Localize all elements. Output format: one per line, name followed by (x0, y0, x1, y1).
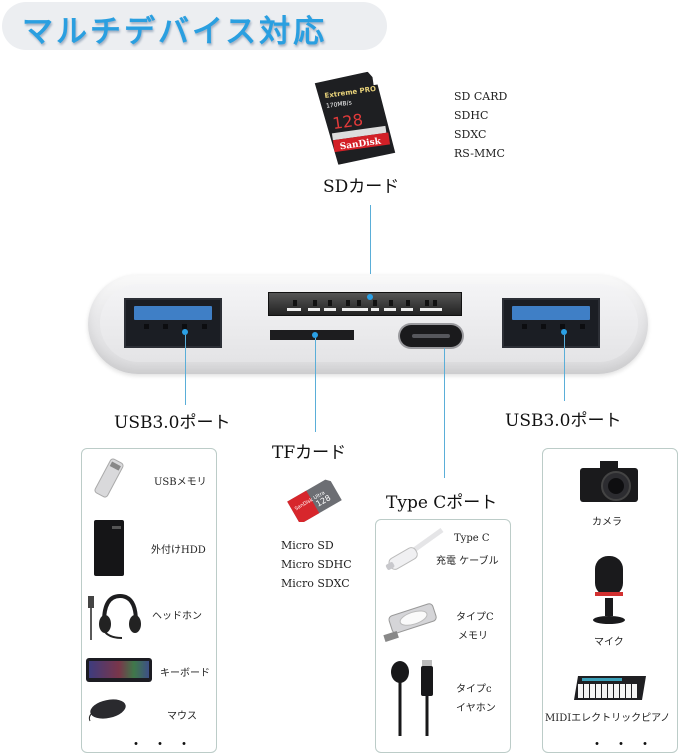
usb-left-label: USB3.0ポート (114, 413, 231, 433)
sd-card-image: Extreme PRO 170MB/s 128 SanDisk (312, 69, 398, 166)
headphones-icon (86, 588, 144, 644)
tf-connector-line (315, 338, 316, 432)
device-label-type-c-earphones-line2: イヤホン (456, 703, 496, 714)
sd-spec-sdxc: SDXC (454, 128, 487, 141)
device-label-usb-memory: USBメモリ (154, 477, 207, 488)
device-label-type-c-memory-line1: タイプC (456, 612, 494, 623)
tf-spec-micro-sd: Micro SD (281, 539, 334, 552)
sd-card-label: SDカード (323, 177, 400, 197)
title-banner (2, 2, 387, 50)
device-label-type-c-line1: Type C (454, 533, 490, 544)
tf-card-image: SanDisk Ultra 128 (284, 478, 344, 525)
tf-marker-dot (312, 332, 318, 338)
device-label-keyboard: キーボード (160, 668, 210, 679)
device-label-type-c-line2: 充電 ケーブル (436, 556, 499, 567)
sd-card-capacity: 128 (331, 110, 364, 133)
device-label-microphone: マイク (594, 637, 624, 648)
midi-keyboard-icon (572, 674, 648, 702)
usb-c-flash-drive-icon (380, 598, 442, 642)
usb-left-marker-dot (182, 329, 188, 335)
more-usb-right-devices: ・・・ (590, 737, 662, 753)
sd-connector-line (370, 205, 371, 297)
usb-c-cable-icon (384, 527, 444, 572)
external-hdd-icon (92, 518, 126, 578)
keyboard-icon (85, 656, 153, 684)
usb-flash-drive-icon (88, 456, 130, 500)
earphones-icon (388, 656, 438, 738)
device-label-type-c-memory-line2: メモリ (458, 631, 488, 642)
device-label-external-hdd: 外付けHDD (151, 545, 206, 556)
page-title: マルチデバイス対応 (22, 14, 328, 50)
mouse-icon (86, 697, 128, 723)
sd-spec-sdhc: SDHC (454, 109, 489, 122)
device-label-mouse: マウス (167, 711, 197, 722)
usb-right-connector-line (564, 335, 565, 401)
microphone-icon (589, 554, 629, 626)
usb-port-left (124, 298, 222, 348)
svg-text:170MB/s: 170MB/s (326, 99, 353, 110)
device-label-type-c-earphones-line1: タイプc (456, 684, 492, 695)
device-label-headphones: ヘッドホン (152, 611, 202, 622)
tf-spec-micro-sdxc: Micro SDXC (281, 577, 350, 590)
type-c-port (400, 325, 462, 347)
tf-card-label: TFカード (272, 443, 347, 463)
usb-left-connector-line (185, 335, 186, 405)
usb-right-label: USB3.0ポート (505, 411, 622, 431)
device-label-camera: カメラ (592, 517, 622, 528)
device-label-midi-piano: MIDIエレクトリックピアノ (545, 713, 671, 724)
type-c-connector-line (444, 348, 445, 478)
sd-marker-dot (367, 294, 373, 300)
usb-port-right (502, 298, 600, 348)
more-usb-left-devices: ・・・ (129, 737, 201, 753)
usb-right-marker-dot (561, 329, 567, 335)
tf-spec-micro-sdhc: Micro SDHC (281, 558, 352, 571)
sd-card-slot (268, 292, 462, 316)
type-c-label: Type Cポート (386, 493, 498, 513)
sd-spec-sd-card: SD CARD (454, 90, 508, 103)
camera-icon (578, 458, 640, 504)
sd-spec-rs-mmc: RS-MMC (454, 147, 505, 160)
